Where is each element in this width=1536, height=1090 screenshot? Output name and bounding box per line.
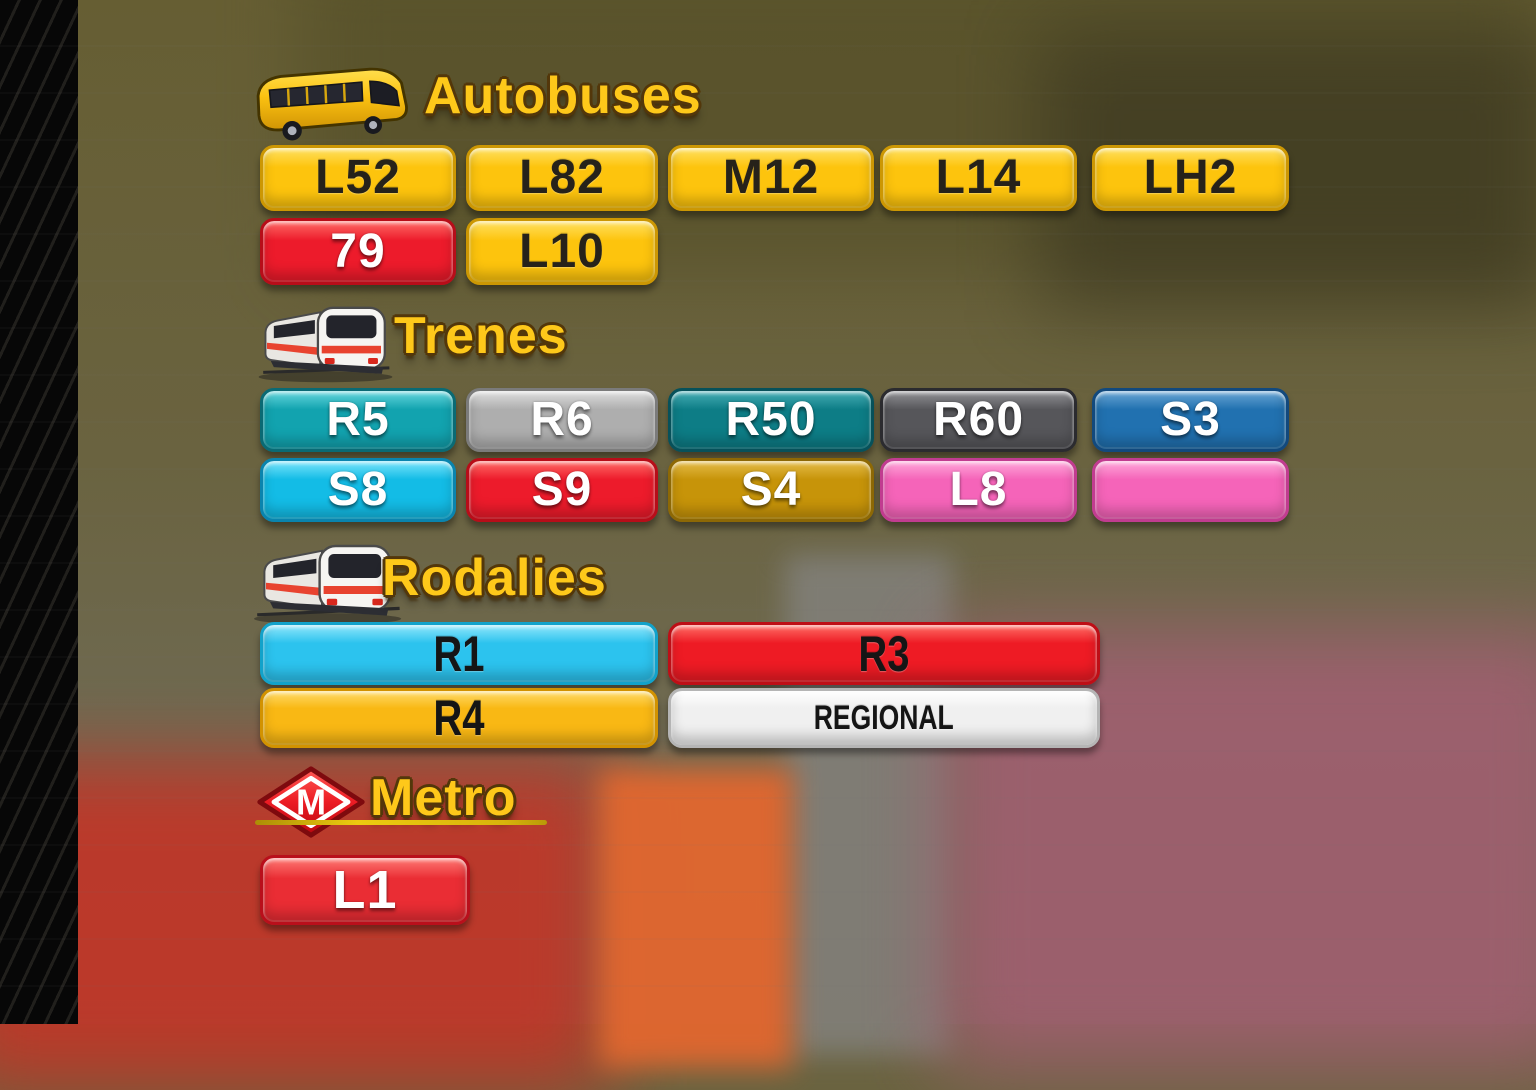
route-button-label: R50 [725, 393, 817, 446]
route-button-r6[interactable]: R6 [466, 388, 658, 452]
section-title-autobuses: Autobuses [424, 67, 702, 125]
section-title-rodalies: Rodalies [382, 549, 607, 607]
route-button-label: L10 [519, 224, 605, 278]
route-button-label: L1 [332, 860, 398, 920]
route-button-r1[interactable]: R1 [260, 622, 658, 685]
route-button-s4[interactable]: S4 [668, 458, 874, 522]
route-button-l1[interactable]: L1 [260, 855, 470, 925]
section-title-trenes: Trenes [394, 307, 568, 365]
route-button-label: S4 [740, 463, 802, 516]
route-button-r60[interactable]: R60 [880, 388, 1077, 452]
route-button-label: R5 [326, 393, 390, 446]
route-button-l82[interactable]: L82 [466, 145, 658, 211]
route-button-s8[interactable]: S8 [260, 458, 456, 522]
train-icon [246, 538, 406, 626]
route-button-label: R4 [433, 690, 485, 746]
route-button-regional[interactable]: REGIONAL [668, 688, 1100, 748]
background-smudge-orange [598, 768, 793, 1068]
route-button-label: R6 [530, 393, 594, 446]
route-button-l14[interactable]: L14 [880, 145, 1077, 211]
route-button-label: L14 [935, 151, 1022, 204]
route-button-r50[interactable]: R50 [668, 388, 874, 452]
route-button-l10[interactable]: L10 [466, 218, 658, 285]
route-button-label: R60 [932, 393, 1025, 446]
route-button-lh2[interactable]: LH2 [1092, 145, 1289, 211]
route-button-r5[interactable]: R5 [260, 388, 456, 452]
route-button-label: R1 [433, 625, 485, 682]
train-icon [248, 298, 400, 386]
route-button-label: REGIONAL [814, 699, 954, 737]
route-button-label: S9 [531, 463, 593, 516]
metro-logo-letter: M [296, 781, 326, 822]
route-button-label: L8 [949, 463, 1008, 516]
route-button-r4[interactable]: R4 [260, 688, 658, 748]
route-button-s3[interactable]: S3 [1092, 388, 1289, 452]
route-button-l52[interactable]: L52 [260, 145, 456, 211]
route-button-label: 79 [330, 224, 386, 278]
bus-icon [250, 62, 412, 146]
route-button-label: M12 [722, 151, 820, 204]
metro-logo-icon: M [254, 764, 368, 840]
route-button-l8[interactable]: L8 [880, 458, 1077, 522]
section-title-metro: Metro [370, 769, 517, 827]
route-button-label: S8 [327, 463, 389, 516]
route-button-label: L52 [315, 151, 401, 204]
route-button-label: R3 [858, 625, 910, 682]
route-button-r3[interactable]: R3 [668, 622, 1100, 685]
route-button-79[interactable]: 79 [260, 218, 456, 285]
route-button-label: LH2 [1143, 151, 1238, 204]
route-button-s9[interactable]: S9 [466, 458, 658, 522]
route-button-blank[interactable] [1092, 458, 1289, 522]
background-left-edge [0, 0, 78, 1024]
route-button-label: L82 [519, 151, 605, 204]
metro-header-underline [255, 820, 547, 825]
route-button-m12[interactable]: M12 [668, 145, 874, 211]
route-button-label: S3 [1160, 393, 1221, 446]
